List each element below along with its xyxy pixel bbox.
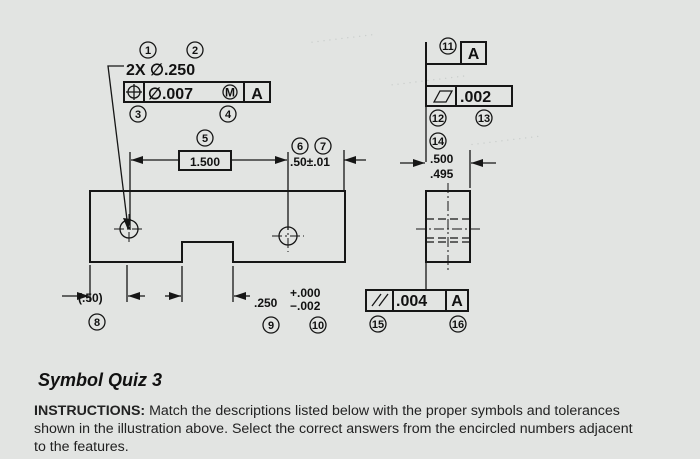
toleranced-dimension: .50±.01 bbox=[290, 155, 330, 169]
mmc-modifier: M bbox=[225, 86, 235, 100]
part-side-view bbox=[416, 183, 480, 270]
callout-15: 15 bbox=[369, 315, 387, 333]
callout-3: 3 bbox=[129, 105, 147, 123]
instructions-text: Match the descriptions listed below with… bbox=[34, 403, 633, 455]
callout-10: 10 bbox=[309, 316, 327, 334]
callout-14: 14 bbox=[429, 132, 447, 150]
svg-text:2: 2 bbox=[192, 45, 198, 57]
thickness-min: .495 bbox=[430, 167, 454, 181]
svg-text:12: 12 bbox=[432, 113, 444, 125]
parallelism-datum-ref: A bbox=[451, 293, 463, 310]
callout-6: 6 bbox=[291, 137, 309, 155]
position-feature-control-frame: ∅.007 M A bbox=[123, 81, 271, 103]
callout-16: 16 bbox=[449, 315, 467, 333]
svg-text:1: 1 bbox=[145, 45, 151, 57]
callout-13: 13 bbox=[475, 109, 493, 127]
slot-lower-tolerance: −.002 bbox=[290, 299, 321, 313]
svg-text:8: 8 bbox=[94, 317, 100, 329]
slot-upper-tolerance: +.000 bbox=[290, 286, 321, 300]
svg-text:10: 10 bbox=[312, 320, 324, 332]
slot-dimension-base: .250 bbox=[254, 296, 278, 310]
svg-text:1.500: 1.500 bbox=[190, 155, 220, 169]
hole-right bbox=[272, 220, 304, 252]
part-front-view bbox=[89, 190, 346, 263]
basic-dimension-box: 1.500 bbox=[178, 150, 232, 171]
datum-feature-a: A bbox=[460, 41, 487, 65]
thickness-max: .500 bbox=[430, 152, 454, 166]
flatness-feature-control-frame: .002 bbox=[425, 85, 513, 107]
hole-size-note: 2X ∅.250 bbox=[126, 62, 195, 79]
svg-text:11: 11 bbox=[442, 41, 454, 53]
engineering-drawing: 1 2 2X ∅.250 ∅.007 M A 3 4 bbox=[62, 37, 513, 334]
callout-7: 7 bbox=[314, 137, 332, 155]
position-tolerance-value: ∅.007 bbox=[148, 86, 193, 103]
svg-text:7: 7 bbox=[320, 141, 326, 153]
callout-12: 12 bbox=[429, 109, 447, 127]
svg-text:6: 6 bbox=[297, 141, 303, 153]
parallelism-tolerance-value: .004 bbox=[396, 293, 427, 310]
svg-text:4: 4 bbox=[225, 109, 232, 121]
svg-text:13: 13 bbox=[478, 113, 490, 125]
position-datum-ref: A bbox=[251, 86, 263, 103]
svg-text:5: 5 bbox=[202, 133, 208, 145]
quiz-title: Symbol Quiz 3 bbox=[38, 370, 163, 390]
leader-line bbox=[107, 65, 129, 229]
svg-text:3: 3 bbox=[135, 109, 141, 121]
callout-5: 5 bbox=[196, 129, 214, 147]
parallelism-feature-control-frame: .004 A bbox=[365, 289, 469, 312]
instructions-label: INSTRUCTIONS: bbox=[34, 403, 146, 419]
callout-9: 9 bbox=[262, 316, 280, 334]
callout-11: 11 bbox=[439, 37, 457, 55]
callout-8: 8 bbox=[88, 313, 106, 331]
svg-text:14: 14 bbox=[432, 136, 445, 148]
svg-text:A: A bbox=[468, 46, 480, 63]
callout-1: 1 bbox=[139, 41, 157, 59]
svg-text:16: 16 bbox=[452, 319, 464, 331]
svg-text:15: 15 bbox=[372, 319, 384, 331]
callout-4: 4 bbox=[219, 105, 237, 123]
flatness-tolerance-value: .002 bbox=[460, 89, 491, 106]
reference-dimension: (.50) bbox=[78, 291, 103, 305]
callout-2: 2 bbox=[186, 41, 204, 59]
svg-text:9: 9 bbox=[268, 320, 274, 332]
hole-left bbox=[114, 214, 144, 244]
quiz-instructions: INSTRUCTIONS: Match the descriptions lis… bbox=[34, 402, 634, 456]
